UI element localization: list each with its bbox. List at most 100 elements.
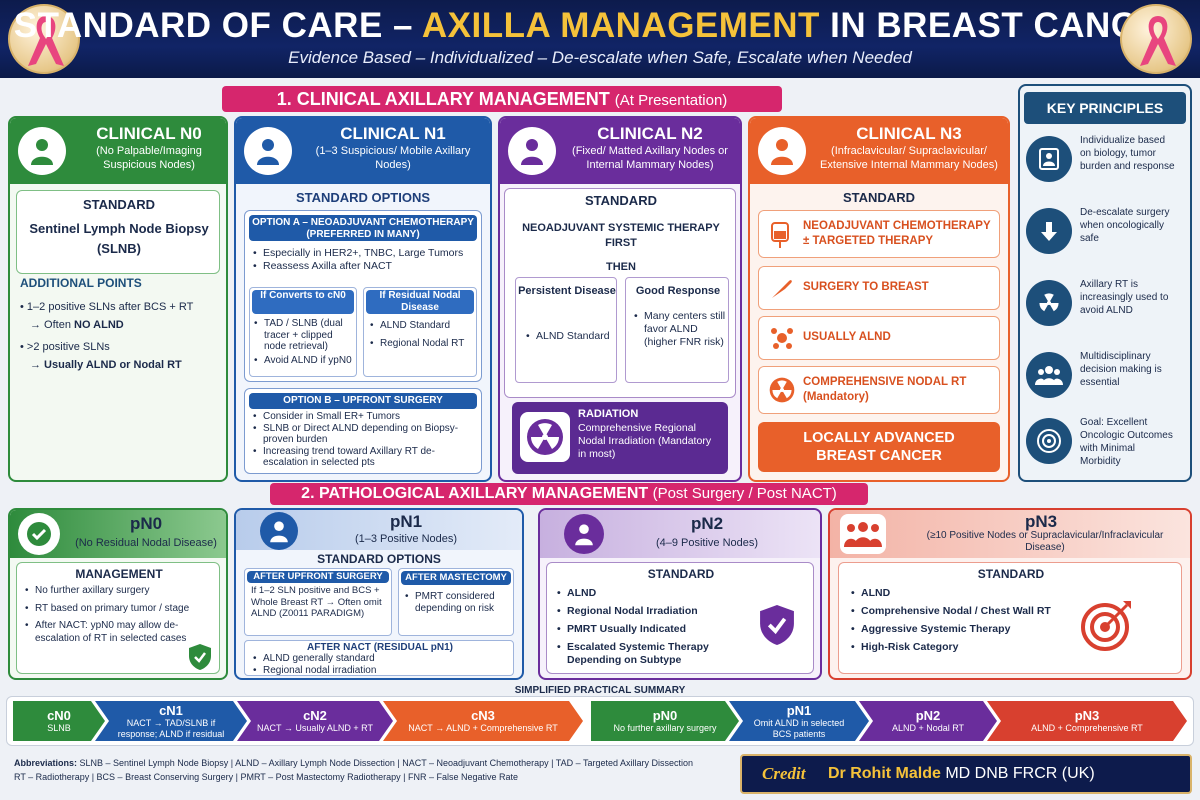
list-item: PMRT considered depending on risk bbox=[405, 591, 511, 615]
abbreviations-line2: RT – Radiotherapy | BCS – Breast Conserv… bbox=[14, 772, 519, 782]
list-item: Regional nodal irradiation bbox=[253, 665, 503, 677]
cn2-radiation-text: Comprehensive Regional Nodal Irradiation… bbox=[578, 422, 712, 460]
cn0-point1: 1–2 positive SLNs after BCS + RT bbox=[26, 301, 194, 313]
key-principle-text: Multidisciplinary decision making is ess… bbox=[1080, 351, 1162, 388]
pn3-card: pN3 (≥10 Positive Nodes or Supraclavicul… bbox=[828, 508, 1192, 680]
cn1-options-label: STANDARD OPTIONS bbox=[295, 190, 431, 205]
clinical-n1-header: CLINICAL N1 (1–3 Suspicious/ Mobile Axil… bbox=[236, 118, 490, 184]
clinical-n1-desc: (1–3 Suspicious/ Mobile Axillary Nodes) bbox=[315, 145, 471, 171]
person-icon bbox=[18, 127, 66, 175]
summary-title: SIMPLIFIED PRACTICAL SUMMARY bbox=[514, 685, 686, 696]
pn1-header: pN1 (1–3 Positive Nodes) bbox=[236, 510, 522, 550]
cn1-option-b-list: Consider in Small ER+ Tumors SLNB or Dir… bbox=[253, 411, 477, 469]
pn1-title: pN1 bbox=[389, 512, 423, 531]
cn0-point1-arrow: → Often bbox=[30, 319, 75, 331]
cn1-option-a-header: OPTION A – NEOADJUVANT CHEMOTHERAPY(PREF… bbox=[249, 215, 477, 241]
cn1-option-b-box: OPTION B – UPFRONT SURGERY Consider in S… bbox=[244, 388, 482, 474]
credit-degrees: MD DNB FRCR (UK) bbox=[945, 765, 1095, 782]
clinical-n3-desc: (Infraclavicular/ Supraclavicular/ Exten… bbox=[820, 145, 998, 171]
pn3-standard-box: STANDARD ALND Comprehensive Nodal / Ches… bbox=[838, 562, 1182, 674]
list-item: ALND bbox=[851, 587, 1051, 600]
list-item: Many centers still favor ALND (higher FN… bbox=[634, 310, 726, 349]
clinical-n1-title: CLINICAL N1 bbox=[340, 124, 446, 143]
list-item: Comprehensive Nodal / Chest Wall RT bbox=[851, 605, 1051, 618]
pink-ribbon-icon bbox=[8, 4, 80, 74]
summary-step-label: pN1 bbox=[786, 702, 812, 718]
key-principles-title: KEY PRINCIPLES bbox=[1024, 92, 1186, 124]
list-item: No further axillary surgery bbox=[25, 585, 215, 598]
cn2-persistent-list: ALND Standard bbox=[526, 330, 612, 343]
list-item: Aggressive Systemic Therapy bbox=[851, 623, 1051, 636]
key-principle-text: Goal: Excellent Oncologic Outcomes with … bbox=[1080, 417, 1173, 467]
cn3-locally-advanced-banner: LOCALLY ADVANCED BREAST CANCER bbox=[758, 422, 1000, 472]
summary-step-desc: ALND + Comprehensive RT bbox=[1031, 723, 1143, 733]
cn3-item-chemo-text: NEOADJUVANT CHEMOTHERAPY ± TARGETED THER… bbox=[803, 220, 991, 247]
cn0-point1-bold: NO ALND bbox=[74, 319, 124, 331]
key-principle-item: Individualize based on biology, tumor bu… bbox=[1026, 132, 1176, 190]
pn3-title: pN3 bbox=[1024, 512, 1058, 531]
target-icon bbox=[1026, 418, 1072, 464]
cn3-standard-label: STANDARD bbox=[843, 190, 915, 205]
key-principle-item: De-escalate surgery when oncologically s… bbox=[1026, 204, 1176, 262]
cn0-additional-label: ADDITIONAL POINTS bbox=[20, 276, 142, 290]
summary-step-label: cN3 bbox=[471, 708, 495, 723]
clinical-n0-header: CLINICAL N0 (No Palpable/Imaging Suspici… bbox=[10, 118, 226, 184]
clinical-n2-header: CLINICAL N2 (Fixed/ Matted Axillary Node… bbox=[500, 118, 740, 184]
clinical-n2-desc: (Fixed/ Matted Axillary Nodes or Interna… bbox=[572, 145, 728, 171]
key-principle-text: Axillary RT is increasingly used to avoi… bbox=[1080, 279, 1169, 316]
list-item: Increasing trend toward Axillary RT de-e… bbox=[253, 446, 477, 469]
cn1-option-a-title: OPTION A – NEOADJUVANT CHEMOTHERAPY bbox=[252, 217, 474, 228]
section1-banner: 1. CLINICAL AXILLARY MANAGEMENT (At Pres… bbox=[222, 86, 782, 112]
cn2-then-label: THEN bbox=[606, 261, 636, 273]
person-icon bbox=[508, 127, 556, 175]
pn1-mastectomy-head: AFTER MASTECTOMY bbox=[401, 571, 511, 585]
pn1-upfront-text: If 1–2 SLN positive and BCS + Whole Brea… bbox=[251, 585, 382, 619]
list-item: Regional Nodal Irradiation bbox=[557, 605, 737, 618]
target-icon bbox=[1079, 599, 1133, 658]
shield-check-icon bbox=[757, 603, 797, 652]
credit-name: Dr Rohit Malde bbox=[828, 765, 941, 782]
cn1-residual-box: If Residual Nodal Disease ALND Standard … bbox=[363, 287, 477, 377]
summary-step-label: cN0 bbox=[47, 708, 71, 723]
list-item: ALND Standard bbox=[370, 320, 470, 332]
list-item: ALND generally standard bbox=[253, 653, 503, 665]
pn0-list: No further axillary surgery RT based on … bbox=[25, 585, 215, 645]
cn1-converts-box: If Converts to cN0 TAD / SLNB (dual trac… bbox=[249, 287, 357, 377]
pn0-desc: (No Residual Nodal Disease) bbox=[75, 537, 217, 549]
key-principle-item: Goal: Excellent Oncologic Outcomes with … bbox=[1026, 414, 1176, 472]
cn0-point2: >2 positive SLNs bbox=[26, 341, 110, 353]
pn1-upfront-head: AFTER UPFRONT SURGERY bbox=[247, 571, 389, 583]
pn2-header: pN2 (4–9 Positive Nodes) bbox=[540, 510, 820, 558]
cn3-item-nodal-rt-text: COMPREHENSIVE NODAL RT (Mandatory) bbox=[803, 376, 967, 403]
clinical-n2-title: CLINICAL N2 bbox=[597, 124, 703, 143]
cn0-standard-box: STANDARD Sentinel Lymph Node Biopsy (SLN… bbox=[16, 190, 220, 274]
section2-banner: 2. PATHOLOGICAL AXILLARY MANAGEMENT (Pos… bbox=[270, 483, 868, 505]
pn2-card: pN2 (4–9 Positive Nodes) STANDARD ALND R… bbox=[538, 508, 822, 680]
cn1-converts-head: If Converts to cN0 bbox=[252, 290, 354, 314]
cn3-item-surgery-text: SURGERY TO BREAST bbox=[803, 281, 929, 293]
pn2-desc: (4–9 Positive Nodes) bbox=[655, 537, 759, 549]
list-item: High-Risk Category bbox=[851, 641, 1051, 654]
list-item: Reassess Axilla after NACT bbox=[253, 260, 473, 273]
list-item: Avoid ALND if ypN0 bbox=[254, 355, 354, 367]
scalpel-icon bbox=[769, 275, 795, 306]
clinical-n2-card: CLINICAL N2 (Fixed/ Matted Axillary Node… bbox=[498, 116, 742, 482]
cn2-good-box: Good Response Many centers still favor A… bbox=[625, 277, 729, 383]
group-icon bbox=[840, 514, 886, 554]
check-icon bbox=[18, 513, 60, 555]
cn1-residual-list: ALND Standard Regional Nodal RT bbox=[370, 320, 470, 350]
credit-label: Credit bbox=[762, 764, 806, 783]
cn0-standard-label: STANDARD bbox=[83, 197, 155, 212]
key-principle-item: Multidisciplinary decision making is ess… bbox=[1026, 348, 1176, 406]
clinical-n3-card: CLINICAL N3 (Infraclavicular/ Supraclavi… bbox=[748, 116, 1010, 482]
cn1-residual-head: If Residual Nodal Disease bbox=[366, 290, 474, 314]
pink-ribbon-icon bbox=[1120, 4, 1192, 74]
pn1-upfront-box: AFTER UPFRONT SURGERY If 1–2 SLN positiv… bbox=[244, 568, 392, 636]
cn0-points: • 1–2 positive SLNs after BCS + RT → Oft… bbox=[20, 298, 220, 374]
summary-step-desc: Omit ALND in selected BCS patients bbox=[753, 717, 845, 739]
person-icon bbox=[260, 512, 298, 550]
person-icon bbox=[244, 127, 292, 175]
iv-bag-icon bbox=[769, 221, 791, 254]
